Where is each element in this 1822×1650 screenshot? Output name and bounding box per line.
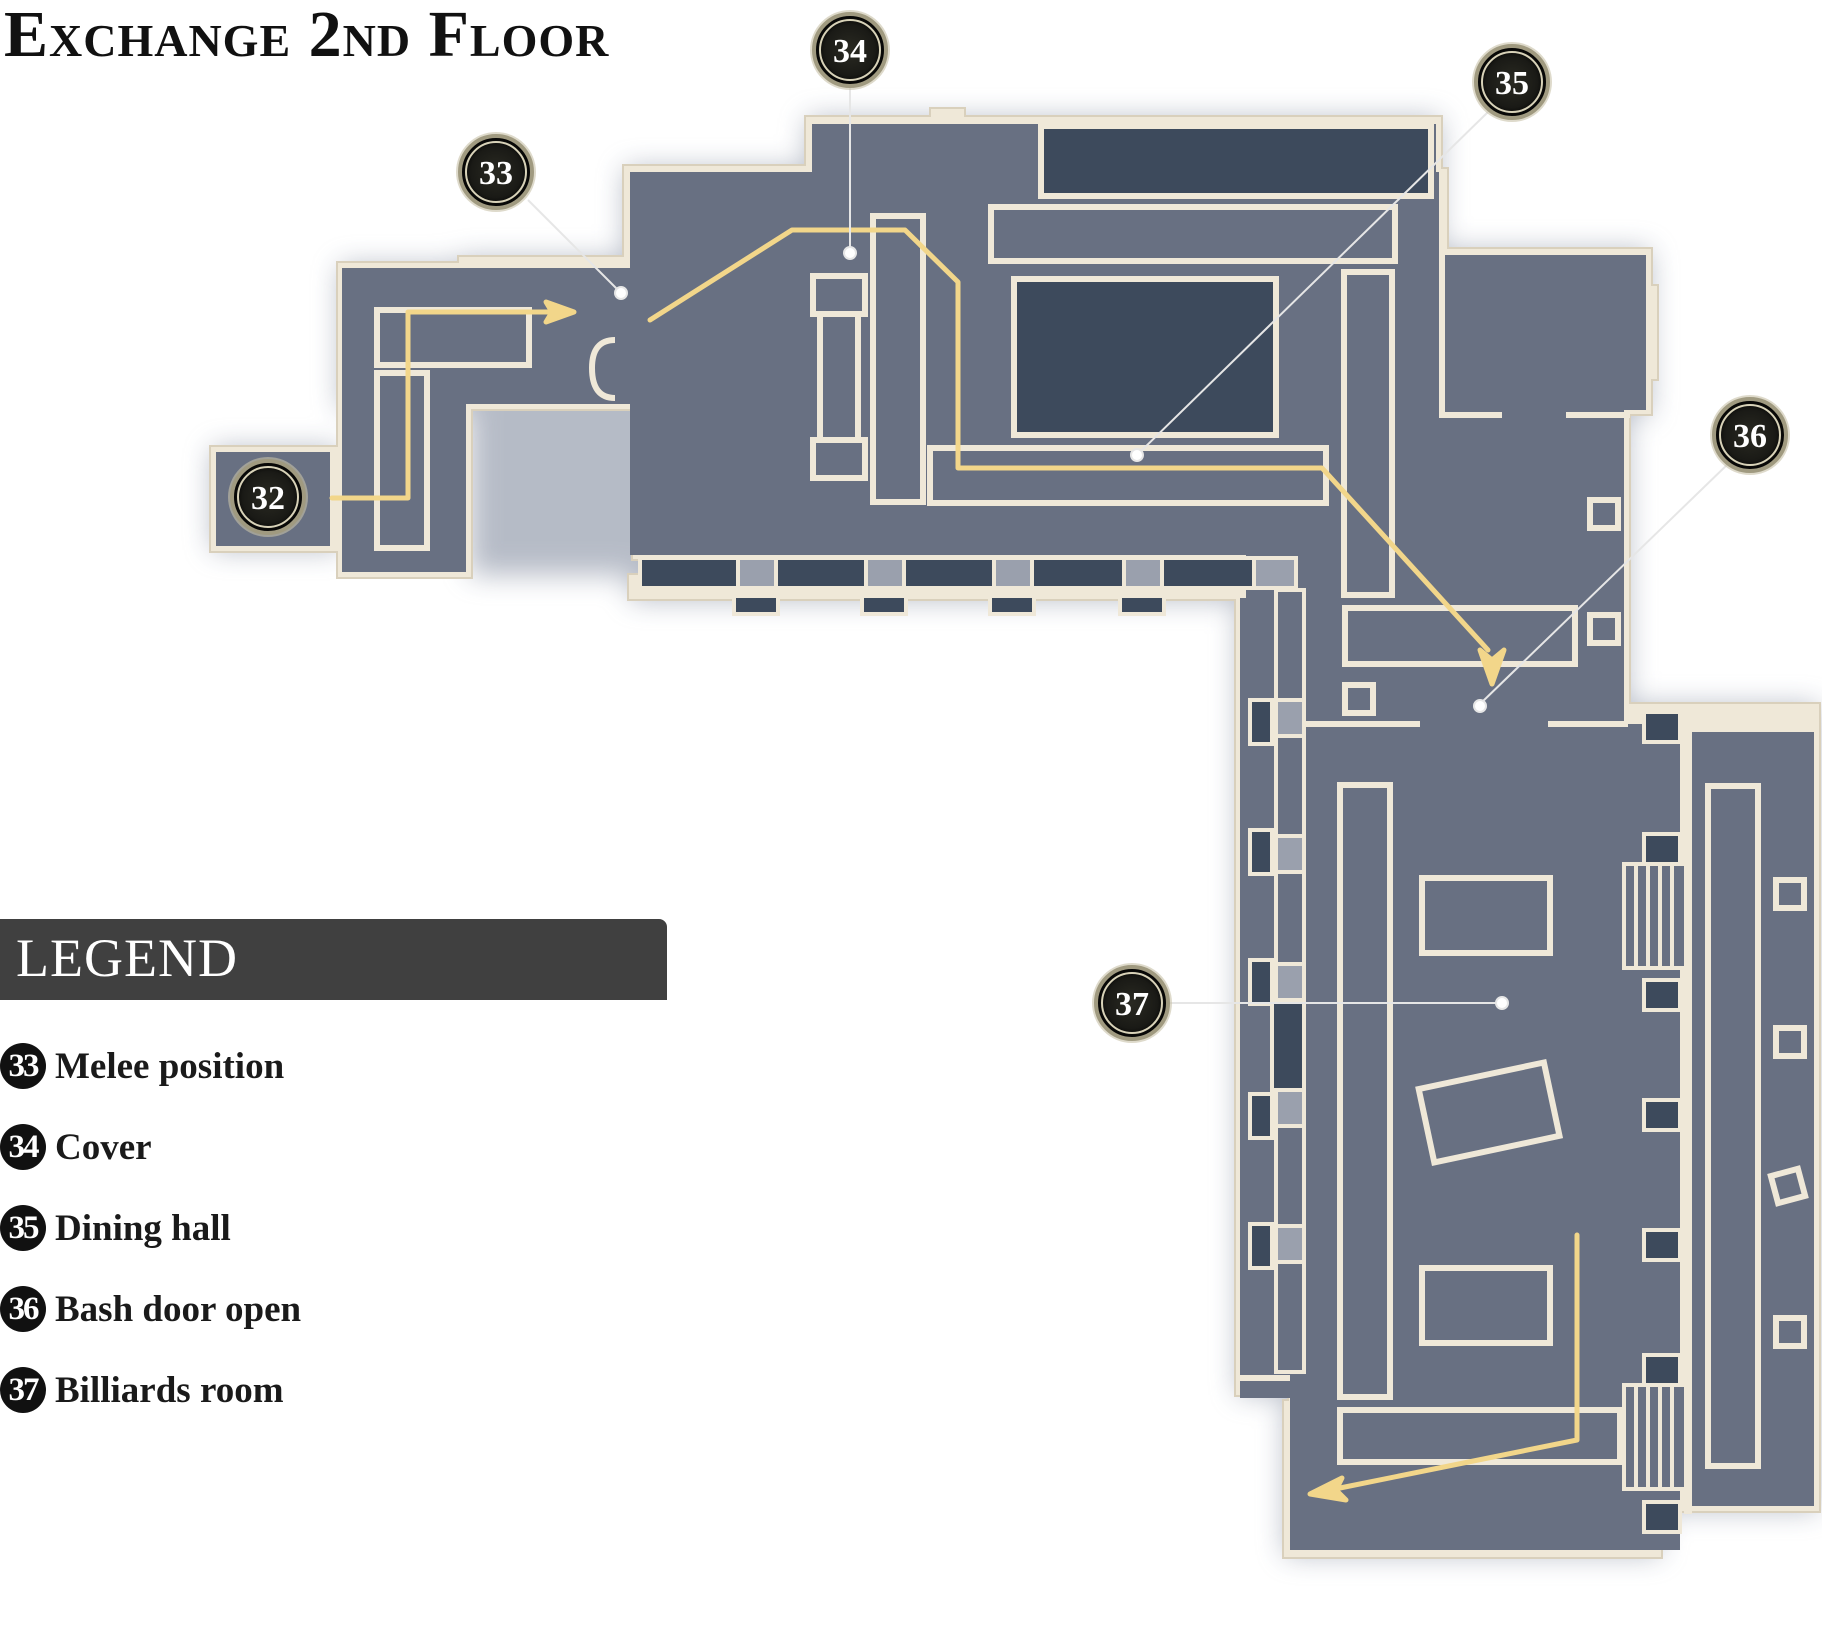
legend-label: Cover [55, 1127, 152, 1168]
pin-35 [1130, 448, 1144, 462]
dark-dining-table [1011, 276, 1279, 438]
legend-heading: LEGEND [16, 928, 238, 988]
marker-35[interactable]: 35 [1472, 42, 1552, 122]
marker-32[interactable]: 32 [228, 457, 308, 537]
billiards-pillars [1642, 710, 1692, 1534]
marker-35-label: 35 [1495, 65, 1529, 102]
stairs [1622, 862, 1688, 1491]
legend-number-badge: 34 [0, 1124, 46, 1170]
route-segment-1 [329, 309, 558, 501]
route-path [329, 227, 1580, 1503]
route-segment-3 [1337, 1232, 1580, 1491]
marker-34[interactable]: 34 [810, 10, 890, 90]
legend-number-badge: 37 [0, 1367, 46, 1413]
marker-33[interactable]: 33 [456, 132, 536, 212]
marker-33-label: 33 [479, 155, 513, 192]
legend-label: Bash door open [55, 1289, 302, 1330]
route-arrow-2 [1477, 647, 1507, 687]
interior-walls [374, 172, 1809, 1469]
legend-number-badge: 36 [0, 1286, 46, 1332]
marker-36-label: 36 [1733, 418, 1767, 455]
floor-corridor-left [342, 268, 630, 572]
pin-36 [1473, 699, 1487, 713]
legend-header: LEGEND [0, 919, 667, 1000]
legend-label: Dining hall [55, 1208, 231, 1249]
marker-36[interactable]: 36 [1710, 395, 1790, 475]
legend-number-badge: 35 [0, 1205, 46, 1251]
dark-areas [1011, 123, 1434, 438]
pin-34 [843, 246, 857, 260]
dark-counter-top [1038, 123, 1434, 199]
west-window-strip [1248, 588, 1306, 1374]
legend-label: Billiards room [55, 1370, 284, 1411]
leader-lines [527, 80, 1731, 1010]
pin-37 [1495, 996, 1509, 1010]
map-title: Exchange 2nd Floor [4, 0, 610, 71]
floor-billiards [1240, 724, 1680, 1550]
route-arrow-1 [543, 299, 577, 325]
legend-number-badge: 33 [0, 1043, 46, 1089]
billiards-table-angled [1415, 1058, 1564, 1167]
marker-34-label: 34 [833, 33, 867, 70]
route-segment-2 [647, 227, 1491, 653]
floor-east-block [1468, 255, 1645, 410]
legend-label: Melee position [55, 1046, 285, 1087]
window-strip [638, 556, 1298, 616]
marker-37-label: 37 [1115, 986, 1149, 1023]
pin-33 [614, 286, 628, 300]
marker-37[interactable]: 37 [1092, 963, 1172, 1043]
marker-32-label: 32 [251, 480, 285, 517]
route-arrow-3 [1307, 1475, 1349, 1503]
